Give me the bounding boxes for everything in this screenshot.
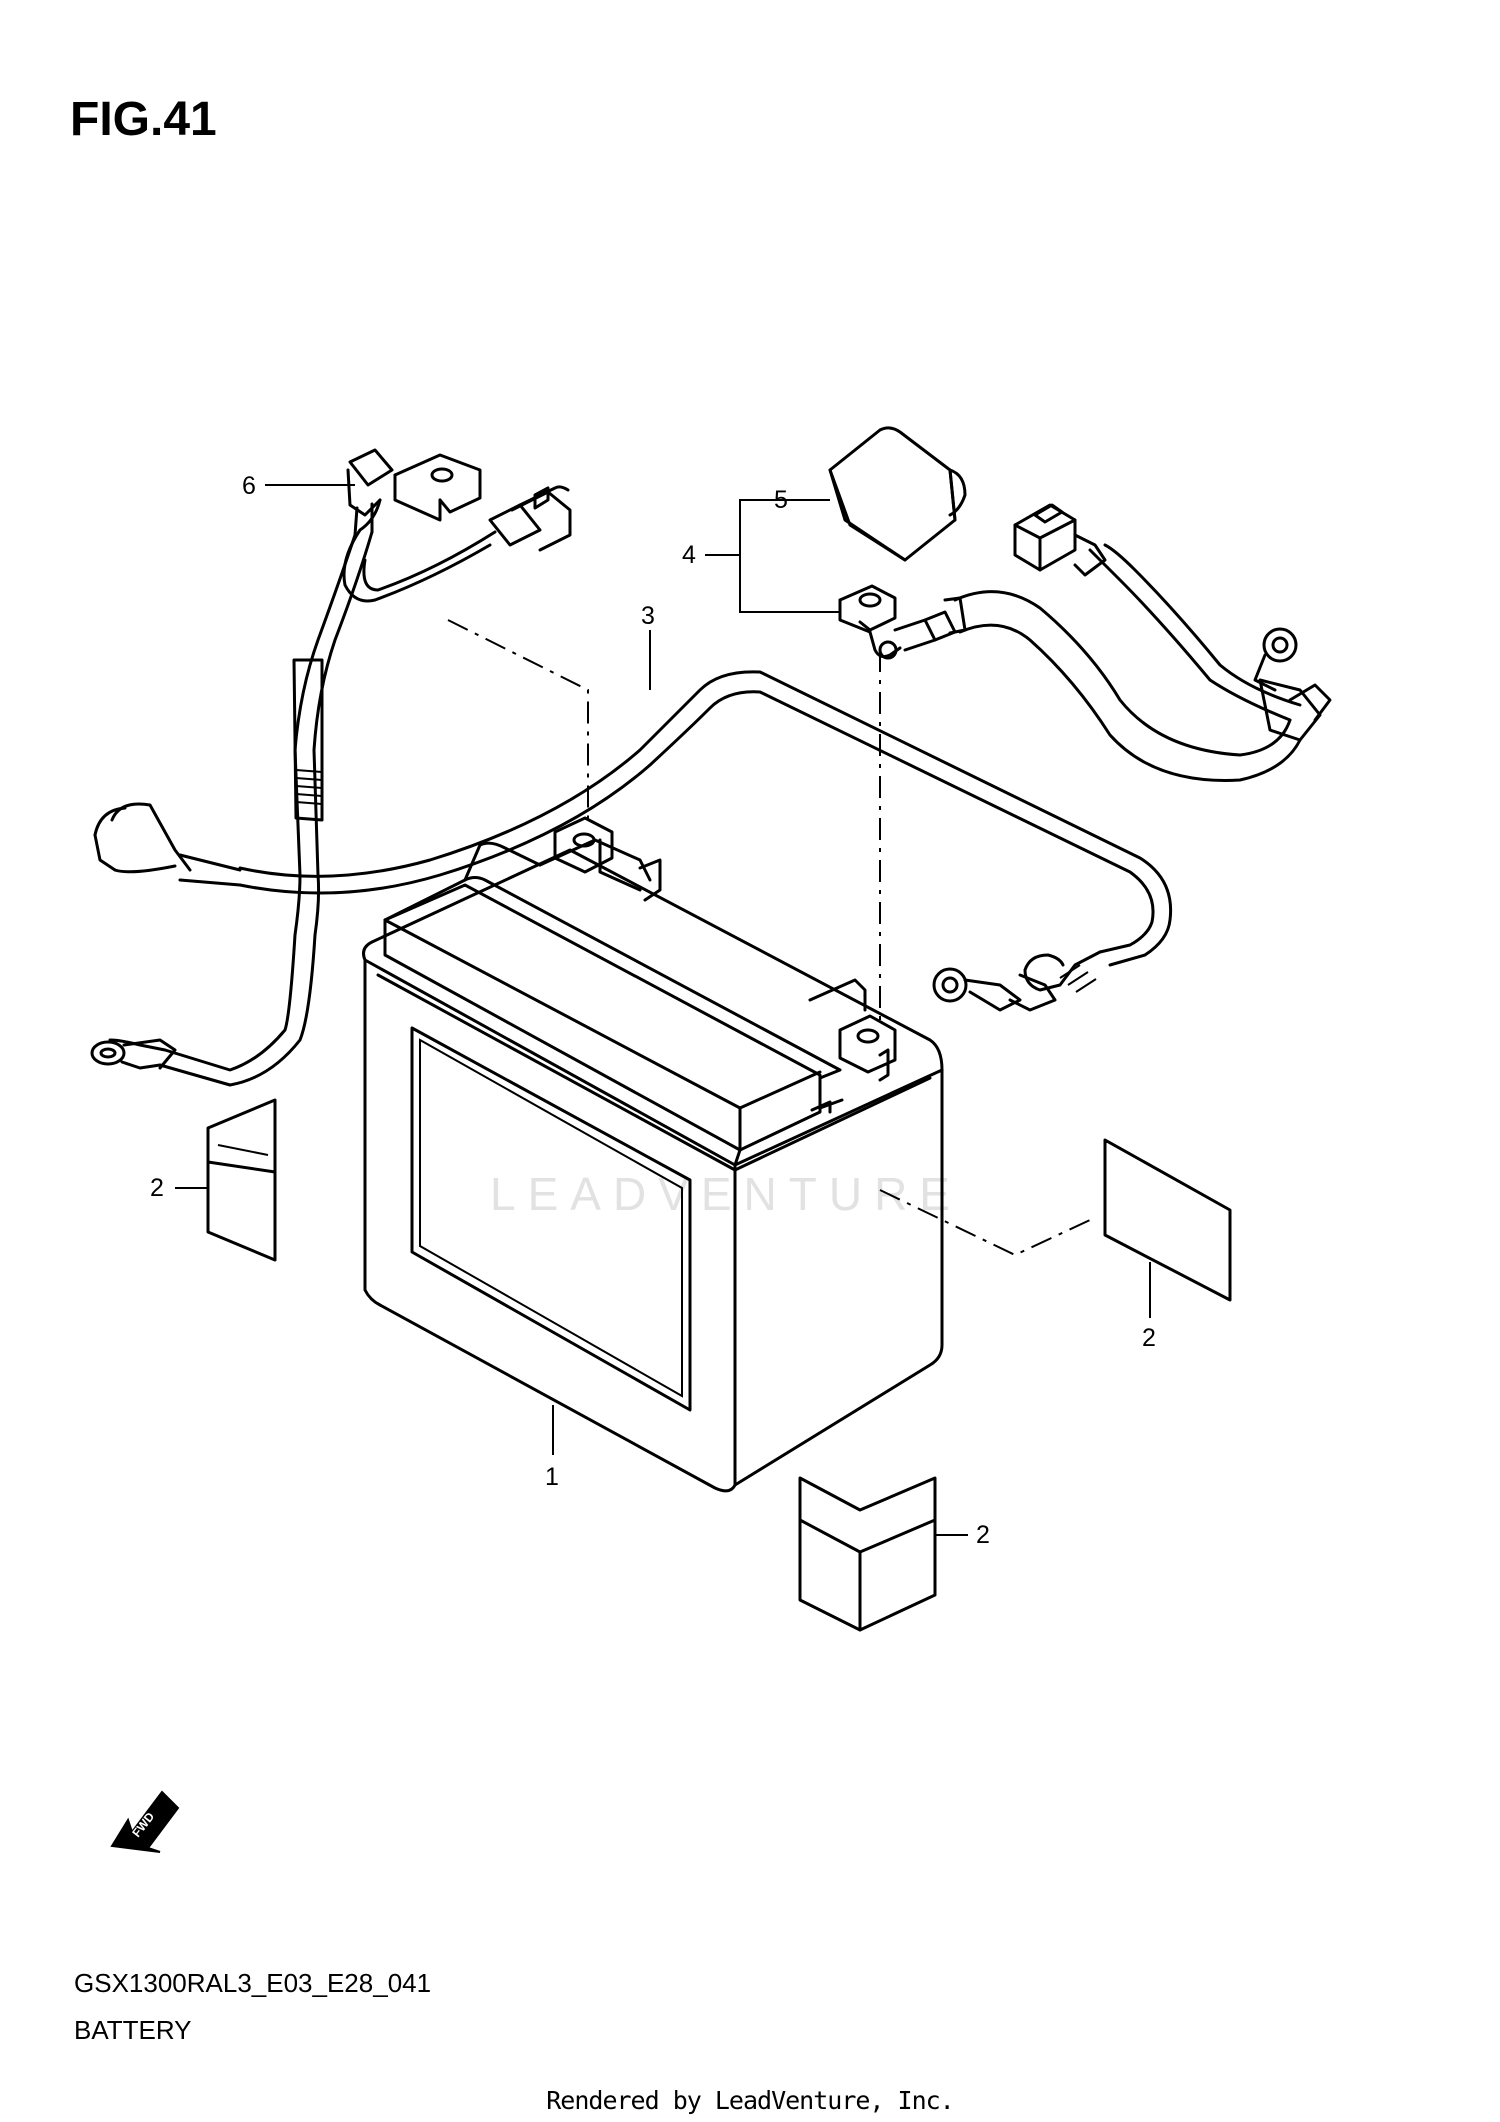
pad-right xyxy=(1103,1138,1232,1302)
fwd-arrow-icon: FWD xyxy=(110,1790,180,1853)
section-title: BATTERY xyxy=(74,2015,192,2045)
dashed-leader-2 xyxy=(879,1189,1091,1257)
battery-lid xyxy=(383,816,897,1167)
callout-4: 4 xyxy=(682,541,696,569)
negative-lead-right xyxy=(838,503,1332,782)
pad-bottom xyxy=(798,1476,937,1632)
callout-3: 3 xyxy=(641,602,655,630)
callout-2-right: 2 xyxy=(1142,1324,1156,1352)
pad-left xyxy=(206,1098,277,1262)
watermark: LEADVENTURE xyxy=(490,1168,962,1220)
callout-2-left: 2 xyxy=(150,1174,164,1202)
footer-credit: Rendered by LeadVenture, Inc. xyxy=(546,2086,955,2115)
callout-1: 1 xyxy=(545,1463,559,1491)
dashed-leader-6 xyxy=(447,619,589,820)
negative-cable xyxy=(90,448,572,1087)
callout-6: 6 xyxy=(242,472,256,500)
callout-2-bottom: 2 xyxy=(976,1521,990,1549)
callout-5: 5 xyxy=(774,486,788,514)
figure-title: FIG.41 xyxy=(70,93,217,146)
leader-4 xyxy=(705,499,840,613)
terminal-cap xyxy=(828,426,967,562)
diagram-code: GSX1300RAL3_E03_E28_041 xyxy=(74,1968,432,1998)
positive-cable xyxy=(93,670,1173,1012)
